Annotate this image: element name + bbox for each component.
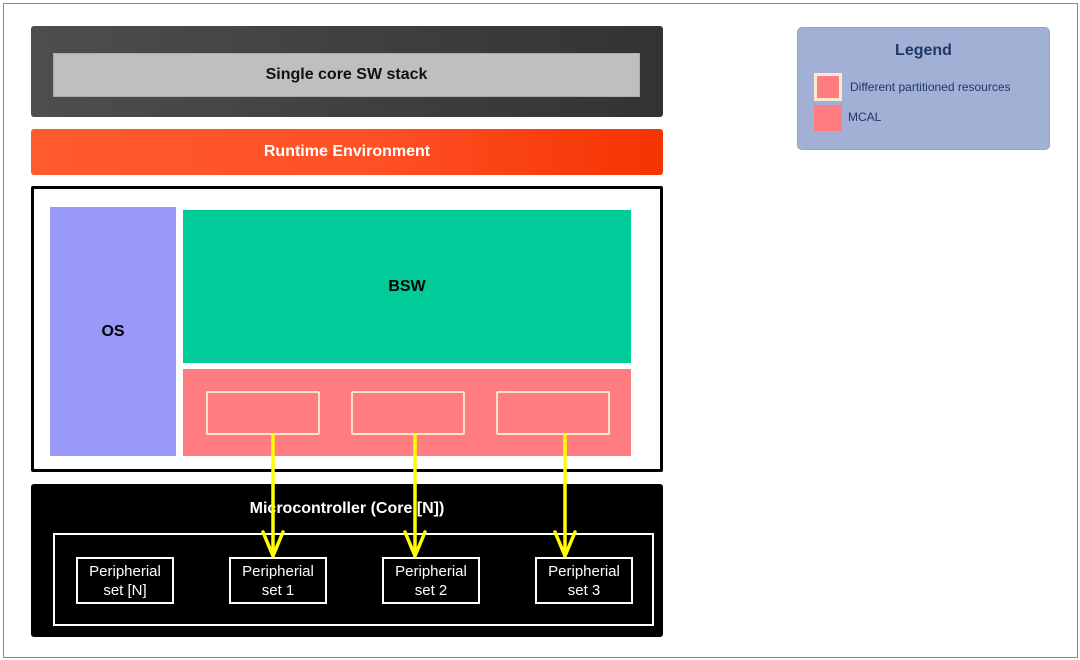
peripheral-line1: Peripherial <box>395 562 467 580</box>
legend-label-mcal: MCAL <box>848 110 882 124</box>
sw-stack-label: Single core SW stack <box>265 66 428 83</box>
partitioned-resource-2 <box>351 391 465 435</box>
bsw-label: BSW <box>388 277 426 295</box>
bsw-block: BSW <box>183 210 631 363</box>
microcontroller-block <box>31 484 663 637</box>
partitioned-resource-3 <box>496 391 610 435</box>
legend-label-partitioned: Different partitioned resources <box>850 80 1011 94</box>
peripheral-line1: Peripherial <box>89 562 161 580</box>
runtime-environment-block: Runtime Environment <box>31 129 663 175</box>
peripheral-line1: Peripherial <box>548 562 620 580</box>
peripheral-set-2: Peripherial set 2 <box>382 557 480 604</box>
peripheral-line2: set 1 <box>261 581 295 599</box>
peripheral-set-n: Peripherial set [N] <box>76 557 174 604</box>
sw-stack-block: Single core SW stack <box>53 53 640 97</box>
peripheral-line1: Peripherial <box>242 562 314 580</box>
peripheral-line2: set 2 <box>414 581 448 599</box>
peripheral-set-1: Peripherial set 1 <box>229 557 327 604</box>
rte-label: Runtime Environment <box>263 143 431 160</box>
legend-swatch-partitioned <box>814 73 842 101</box>
legend-swatch-mcal <box>814 105 842 131</box>
peripheral-line2: set [N] <box>103 581 147 599</box>
os-block: OS <box>50 207 176 456</box>
peripheral-set-3: Peripherial set 3 <box>535 557 633 604</box>
partitioned-resource-1 <box>206 391 320 435</box>
peripherals-frame <box>53 533 654 626</box>
os-label: OS <box>101 322 125 340</box>
legend-title: Legend <box>895 42 952 59</box>
microcontroller-label: Microcontroller (Core [N]) <box>249 500 445 517</box>
peripheral-line2: set 3 <box>567 581 601 599</box>
